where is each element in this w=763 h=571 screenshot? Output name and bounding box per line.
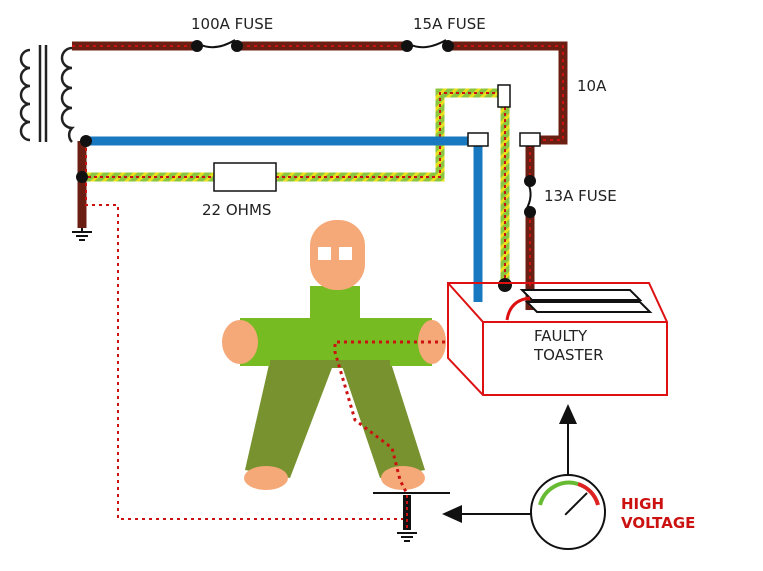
person-torso (310, 286, 360, 318)
neutral-wire (82, 136, 483, 302)
ground-symbol-left (72, 228, 92, 241)
junction-dot-earth (76, 171, 88, 183)
voltage-meter (442, 404, 606, 550)
faulty-toaster (447, 282, 668, 396)
label-current-rating: 10A (577, 77, 607, 95)
person-right-eye (339, 247, 352, 260)
person-left-leg (245, 360, 335, 478)
resistor-22-ohms (213, 162, 277, 192)
label-resistor: 22 OHMS (202, 201, 271, 219)
earth-junction-dot (498, 278, 512, 292)
arrow-left-icon (442, 505, 462, 523)
fuse-15a (401, 39, 454, 52)
ground-symbol-bottom (373, 492, 450, 542)
person-head (310, 220, 365, 290)
fault-path-through-person (333, 340, 445, 495)
label-warning-line2: VOLTAGE (621, 514, 695, 532)
person-right-foot (381, 466, 425, 490)
person-right-leg (340, 360, 425, 478)
earth-wire-fault-trace (82, 92, 506, 285)
label-toaster-line1: FAULTY (534, 327, 588, 345)
fuse-100a (191, 39, 243, 52)
person-left-foot (244, 466, 288, 490)
junction-dot-neutral (80, 135, 92, 147)
person-right-hand (418, 320, 446, 364)
label-fuse-15a: 15A FUSE (413, 15, 486, 33)
earth-wire (82, 88, 510, 285)
fuse-13a (524, 175, 536, 218)
arrow-up-icon (559, 404, 577, 424)
label-warning-line1: HIGH (621, 495, 664, 513)
person (222, 220, 446, 490)
person-left-hand (222, 320, 258, 364)
label-fuse-100a: 100A FUSE (191, 15, 273, 33)
transformer (19, 45, 75, 143)
label-fuse-13a: 13A FUSE (544, 187, 617, 205)
label-toaster-line2: TOASTER (533, 346, 604, 364)
meter-needle (564, 492, 588, 516)
terminals (467, 84, 541, 147)
live-wire-fault-trace (72, 45, 564, 520)
person-left-eye (318, 247, 331, 260)
